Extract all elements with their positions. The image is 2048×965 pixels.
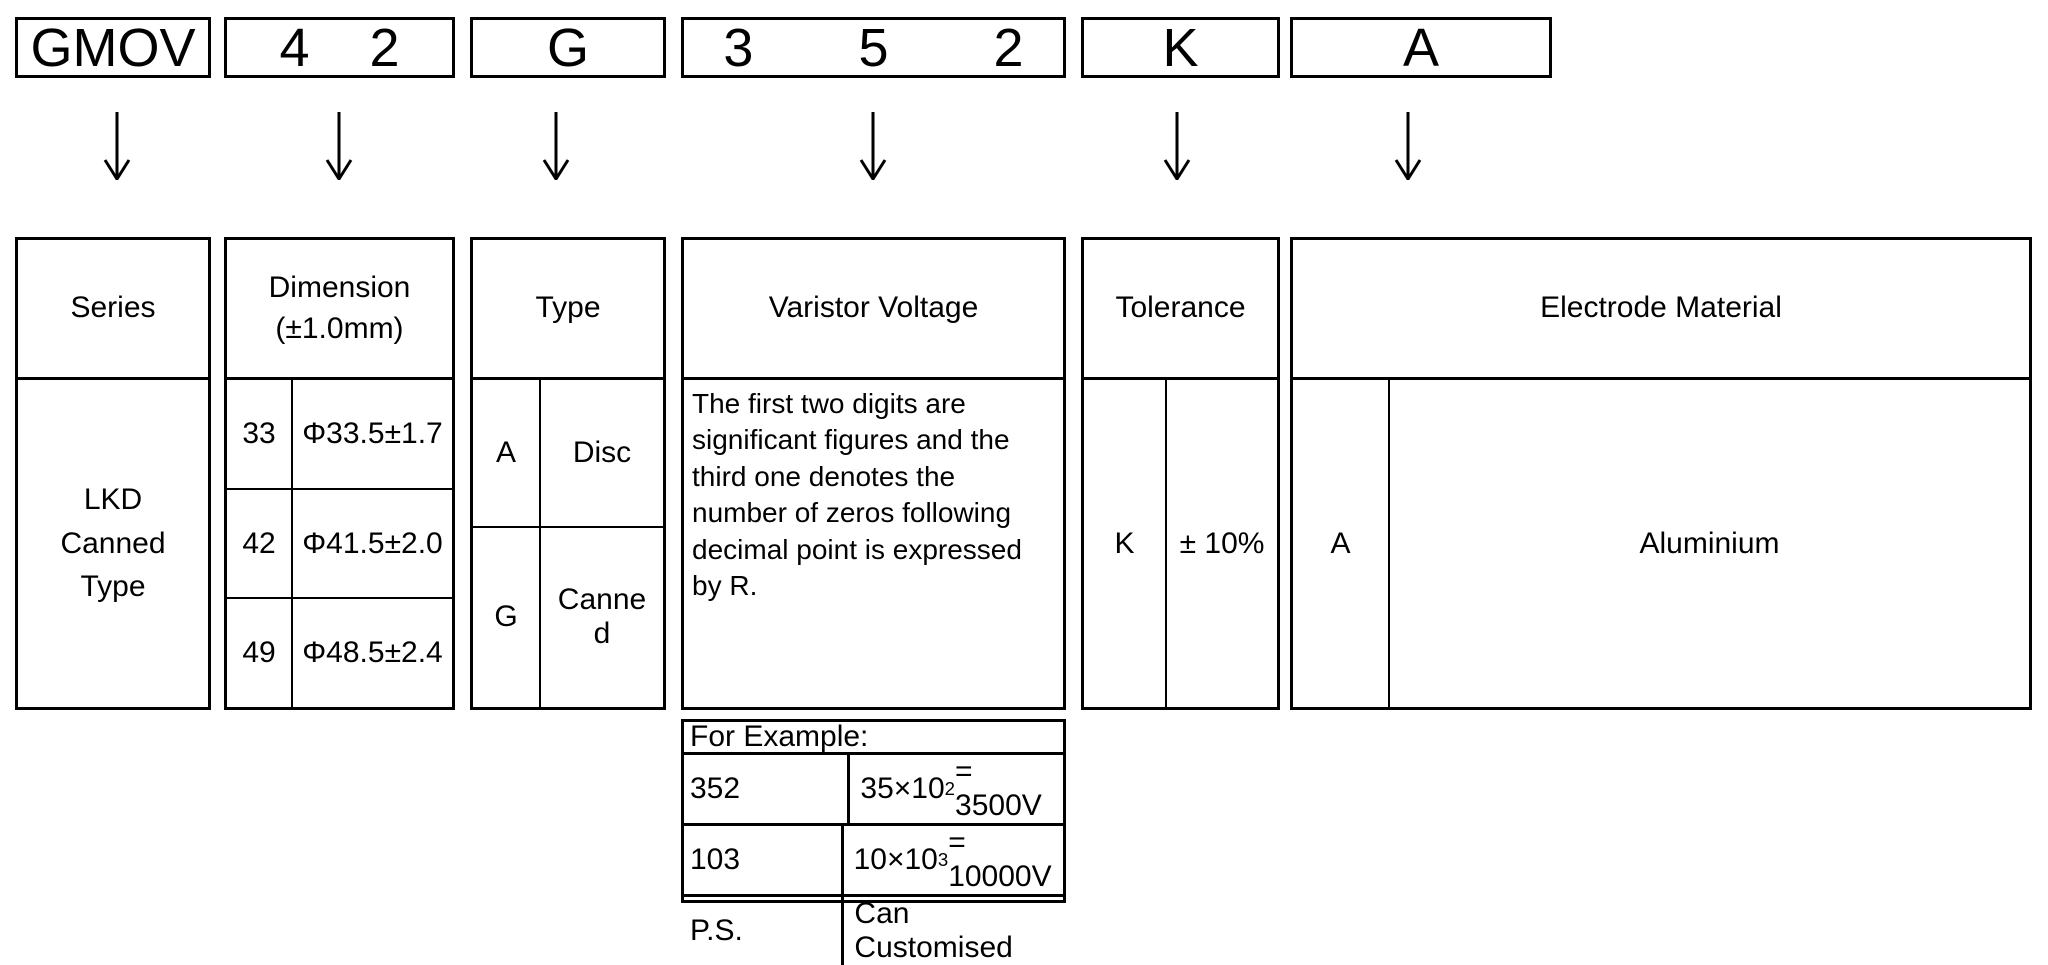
tolerance-body: K ± 10% <box>1084 380 1277 707</box>
example-code-2: P.S. <box>684 897 845 965</box>
descriptor-series: Series LKD Canned Type <box>15 237 211 710</box>
code-text-electrode: A <box>1402 17 1440 78</box>
voltage-title: Varistor Voltage <box>684 240 1063 380</box>
dimension-value-1: Φ41.5±2.0 <box>302 526 443 560</box>
table-row: 33 Φ33.5±1.7 <box>227 380 452 490</box>
arrow-down-tolerance <box>1163 112 1191 180</box>
code-box-series: GMOV <box>15 17 211 78</box>
table-row: P.S. Can Customised <box>684 897 1063 965</box>
descriptor-electrode: Electrode Material A Aluminium <box>1290 237 2032 710</box>
type-code-0: A <box>473 380 541 526</box>
table-row: 49 Φ48.5±2.4 <box>227 599 452 708</box>
example-mantissa-1: 10×10 <box>853 843 938 876</box>
example-code-1: 103 <box>684 826 844 894</box>
example-result-1: = 10000V <box>948 826 1052 893</box>
dimension-value-0: Φ33.5±1.7 <box>302 416 443 450</box>
table-row: A Aluminium <box>1293 380 2029 707</box>
code-text-voltage: 3 5 2 <box>723 17 1024 78</box>
example-value-2: Can Customised <box>854 897 1013 964</box>
example-table-title: For Example: <box>684 722 1063 755</box>
arrow-down-voltage <box>859 112 887 180</box>
dimension-title: Dimension (±1.0mm) <box>227 240 452 380</box>
code-box-voltage: 3 5 2 <box>681 17 1066 78</box>
part-number-decoder-diagram: GMOV 4 2 G 3 5 2 K A <box>15 17 2032 965</box>
dimension-body: 33 Φ33.5±1.7 42 Φ41.5±2.0 49 Φ48.5±2.4 <box>227 380 452 708</box>
electrode-title: Electrode Material <box>1293 240 2029 380</box>
descriptor-type: Type A Disc G Canne d <box>470 237 666 710</box>
code-box-tolerance: K <box>1081 17 1280 78</box>
electrode-value-0: Aluminium <box>1639 526 1780 560</box>
code-text-dimension: 4 2 <box>279 17 400 78</box>
table-row: 42 Φ41.5±2.0 <box>227 489 452 600</box>
descriptor-dimension: Dimension (±1.0mm) 33 Φ33.5±1.7 42 Φ41.5… <box>224 237 455 710</box>
arrow-down-series <box>103 112 131 180</box>
code-text-type: G <box>546 17 589 78</box>
electrode-body: A Aluminium <box>1293 380 2029 707</box>
dimension-code-1: 42 <box>227 489 293 598</box>
series-body: LKD Canned Type <box>18 380 208 707</box>
descriptor-voltage: Varistor Voltage The first two digits ar… <box>681 237 1066 710</box>
arrow-down-dimension <box>325 112 353 180</box>
arrow-down-type <box>542 112 570 180</box>
code-box-dimension: 4 2 <box>224 17 455 78</box>
dimension-value-2: Φ48.5±2.4 <box>302 636 443 670</box>
example-result-0: = 3500V <box>955 755 1042 822</box>
type-value-1: Canne d <box>557 583 647 651</box>
table-row: A Disc <box>473 380 663 528</box>
example-code-0: 352 <box>684 755 851 823</box>
code-text-tolerance: K <box>1162 17 1199 78</box>
type-value-0: Disc <box>572 435 632 469</box>
type-title: Type <box>473 240 663 380</box>
series-value: LKD Canned Type <box>60 483 166 604</box>
tolerance-code-0: K <box>1084 380 1167 707</box>
descriptor-tolerance: Tolerance K ± 10% <box>1081 237 1280 710</box>
electrode-code-0: A <box>1293 380 1390 707</box>
code-box-type: G <box>470 17 666 78</box>
example-mantissa-0: 35×10 <box>860 772 945 805</box>
type-code-1: G <box>473 527 541 707</box>
series-title: Series <box>18 240 208 380</box>
code-box-electrode: A <box>1290 17 1552 78</box>
tolerance-title: Tolerance <box>1084 240 1277 380</box>
dimension-code-0: 33 <box>227 380 293 488</box>
voltage-body: The first two digits are significant fig… <box>684 380 1063 707</box>
dimension-code-2: 49 <box>227 599 293 708</box>
arrow-down-electrode <box>1394 112 1422 180</box>
code-text-series: GMOV <box>30 17 196 78</box>
type-body: A Disc G Canne d <box>473 380 663 707</box>
table-row: G Canne d <box>473 527 663 707</box>
voltage-description: The first two digits are significant fig… <box>692 388 1022 601</box>
table-row: K ± 10% <box>1084 380 1277 707</box>
tolerance-value-0: ± 10% <box>1179 526 1265 560</box>
